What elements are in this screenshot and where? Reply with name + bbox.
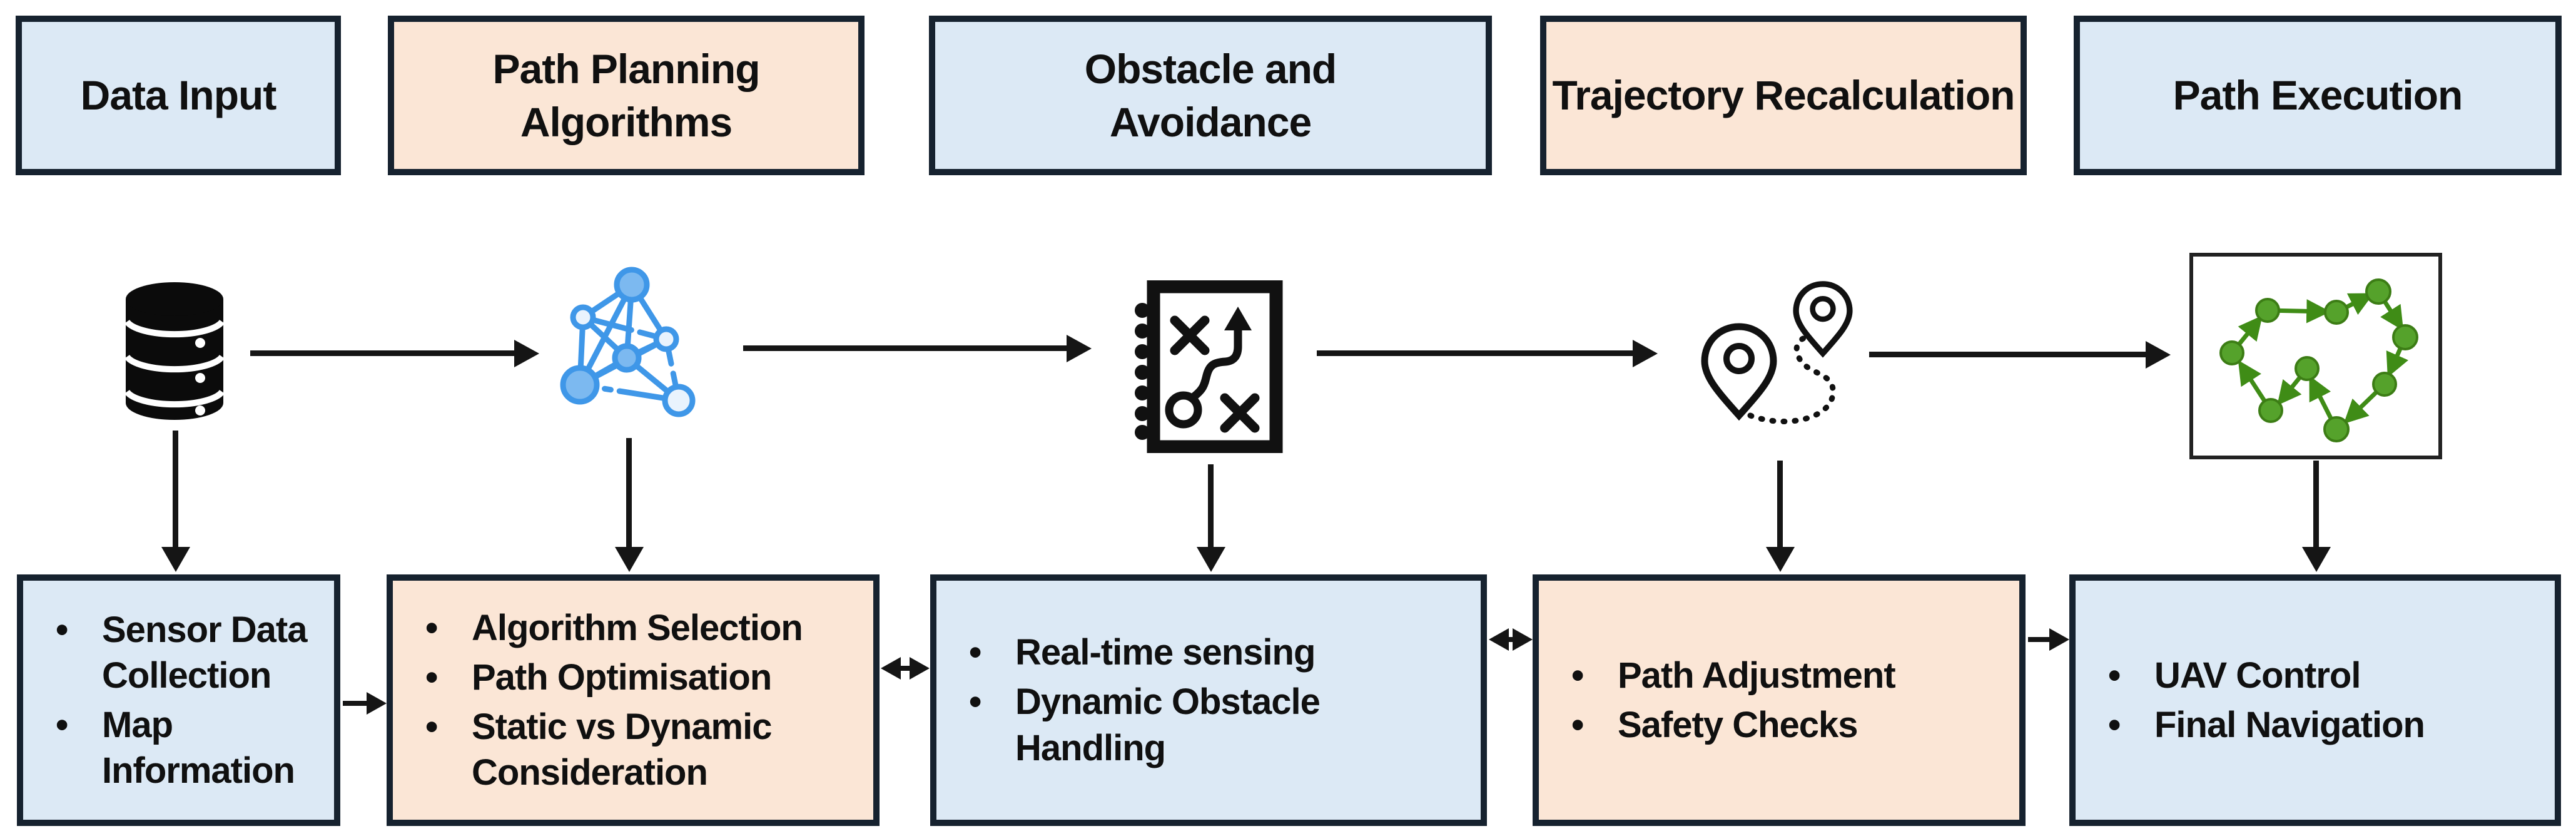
strategy-playbook-icon	[1135, 280, 1283, 453]
arrow-details-4-to-5	[2028, 637, 2049, 642]
list-item: •Sensor Data Collection	[56, 607, 309, 698]
details-path-execution: •UAV Control •Final Navigation	[2069, 574, 2561, 826]
details-list: •Sensor Data Collection •Map Information	[23, 603, 334, 797]
details-obstacle-avoidance: •Real-time sensing •Dynamic Obstacle Han…	[930, 574, 1487, 826]
list-item: •Path Adjustment	[1571, 653, 2000, 698]
details-list: •Path Adjustment •Safety Checks	[1539, 649, 2019, 752]
bullet-dot: •	[56, 609, 68, 650]
bullet-dot: •	[2108, 705, 2121, 745]
arrow-details-2-3-bidirectional	[901, 666, 910, 671]
bullet-dot: •	[969, 681, 981, 723]
arrow-route-to-details	[1777, 461, 1783, 547]
arrow-network-to-details	[626, 438, 632, 547]
map-pin-end	[1793, 281, 1853, 358]
list-item: •UAV Control	[2108, 653, 2536, 698]
list-item: •Real-time sensing	[969, 630, 1362, 675]
details-data-input: •Sensor Data Collection •Map Information	[17, 574, 340, 826]
arrow-details-3-4-bidirectional	[1509, 637, 1513, 642]
bullet-dot: •	[56, 705, 68, 745]
map-pin-start	[1701, 323, 1777, 421]
arrow-details-1-to-2	[343, 701, 367, 706]
arrow-tour-to-details	[2313, 461, 2319, 547]
tour-graph-icon	[2189, 253, 2442, 459]
bullet-dot: •	[969, 632, 981, 673]
list-item: •Map Information	[56, 702, 309, 793]
header-trajectory-recalculation: Trajectory Recalculation	[1540, 16, 2027, 175]
header-path-execution: Path Execution	[2074, 16, 2562, 175]
arrow-strategy-to-route	[1317, 350, 1633, 356]
list-item: •Path Optimisation	[425, 655, 854, 700]
bullet-dot: •	[425, 607, 438, 648]
details-trajectory-recalculation: •Path Adjustment •Safety Checks	[1533, 574, 2026, 826]
arrow-route-to-tour	[1869, 352, 2146, 357]
details-list: •Real-time sensing •Dynamic Obstacle Han…	[936, 626, 1481, 774]
arrow-strategy-to-details	[1208, 464, 1214, 547]
bullet-dot: •	[425, 706, 438, 747]
header-path-planning-algorithms: Path Planning Algorithms	[388, 16, 865, 175]
list-item: •Dynamic Obstacle Handling	[969, 679, 1362, 770]
arrow-network-to-strategy	[743, 345, 1067, 351]
bullet-dot: •	[1571, 705, 1584, 745]
bullet-dot: •	[2108, 655, 2121, 696]
bullet-dot: •	[425, 656, 438, 698]
arrow-database-to-details	[173, 431, 178, 547]
arrow-database-to-network	[250, 350, 514, 356]
database-icon	[124, 282, 225, 420]
header-data-input: Data Input	[16, 16, 341, 175]
details-list: •UAV Control •Final Navigation	[2076, 649, 2555, 752]
route-pins-icon	[1701, 281, 1853, 425]
list-item: •Algorithm Selection	[425, 605, 854, 651]
bullet-dot: •	[1571, 655, 1584, 696]
details-list: •Algorithm Selection •Path Optimisation …	[393, 601, 873, 799]
list-item: •Final Navigation	[2108, 702, 2536, 748]
list-item: •Static vs Dynamic Consideration	[425, 704, 854, 795]
list-item: •Safety Checks	[1571, 702, 2000, 748]
header-obstacle-and-avoidance: Obstacle and Avoidance	[929, 16, 1492, 175]
network-graph-icon	[560, 267, 696, 417]
details-path-planning: •Algorithm Selection •Path Optimisation …	[387, 574, 880, 826]
